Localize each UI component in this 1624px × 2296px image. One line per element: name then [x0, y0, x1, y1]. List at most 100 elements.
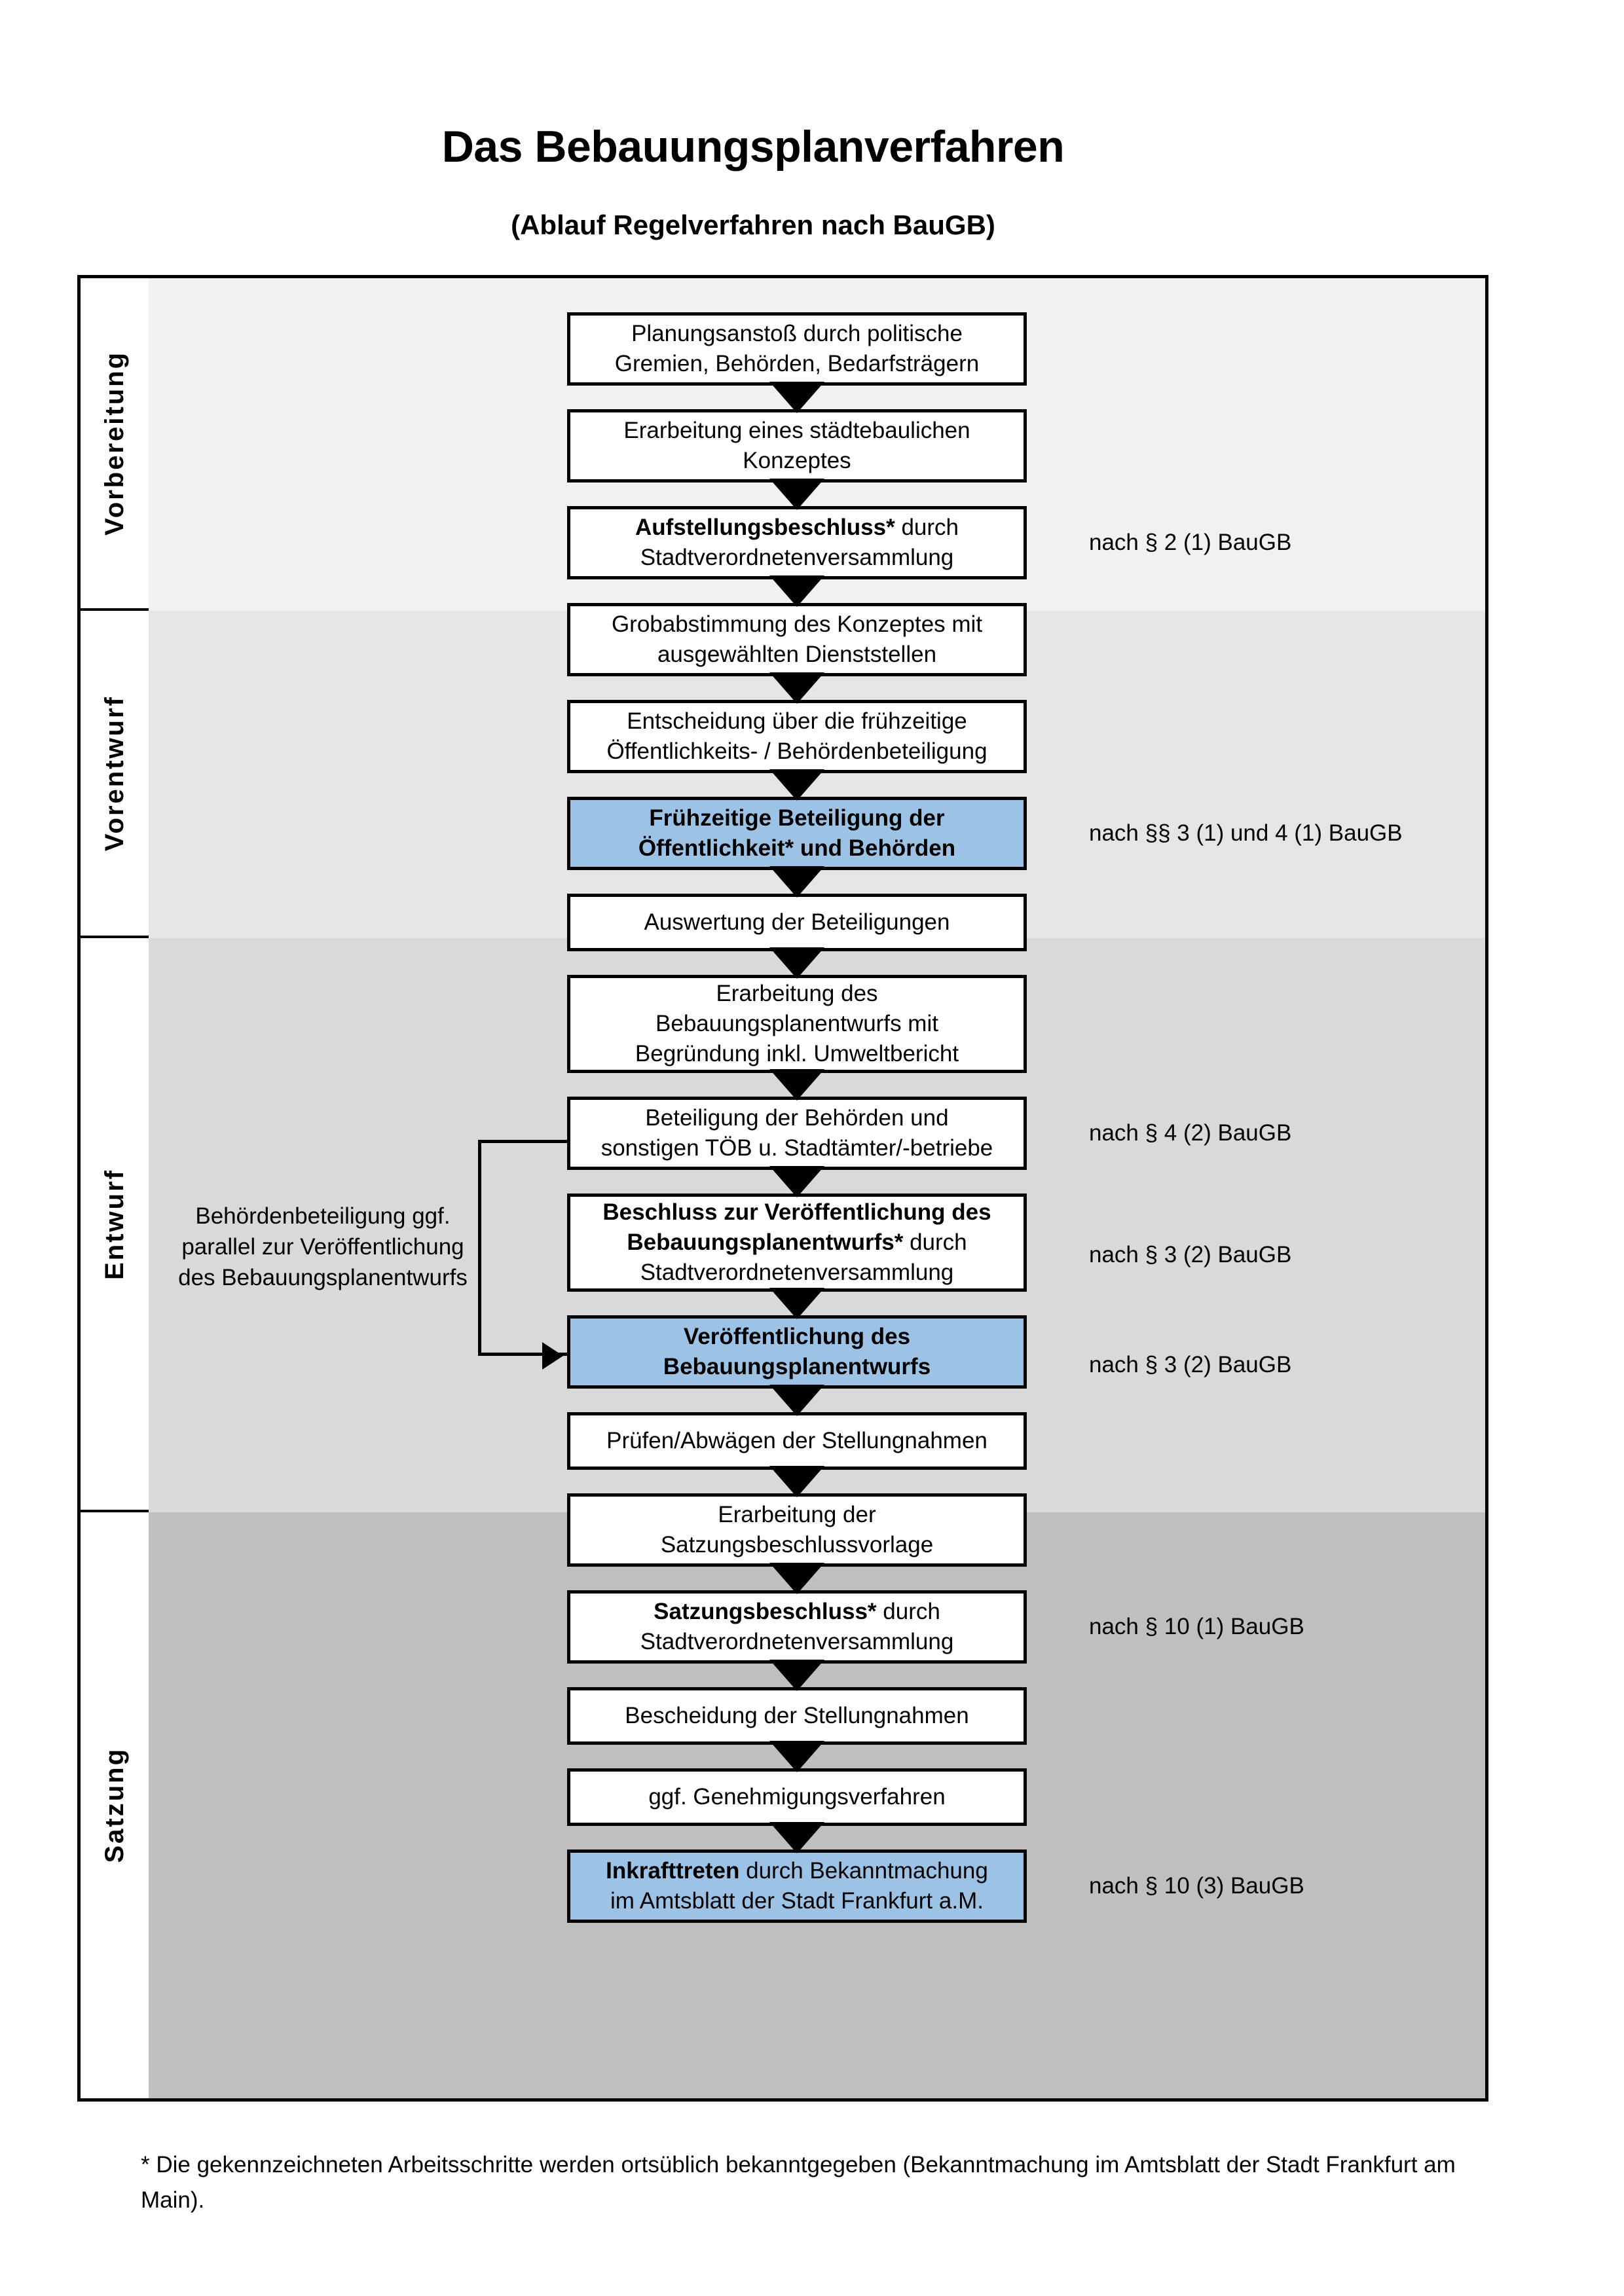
- step-line: ausgewählten Dienststellen: [657, 642, 937, 667]
- flow-arrow: [769, 1563, 824, 1594]
- step-box-s17[interactable]: Inkrafttreten durch Bekanntmachung im Am…: [567, 1850, 1027, 1923]
- step-line: Auswertung der Beteiligungen: [644, 909, 950, 935]
- step-box-s13[interactable]: Erarbeitung der Satzungsbeschlussvorlage: [567, 1493, 1027, 1567]
- step-line-bold: Bebauungsplanentwurfs*: [627, 1229, 904, 1255]
- legal-note-n3: nach § 4 (2) BauGB: [1089, 1120, 1292, 1146]
- phase-label-vorbereitung: Vorbereitung: [81, 278, 149, 611]
- side-note-line: Bebauungsplanentwurfs: [221, 1264, 468, 1290]
- step-line: Öffentlichkeits- / Behördenbeteiligung: [606, 738, 987, 764]
- step-box-s11[interactable]: Veröffentlichung des Bebauungsplanentwur…: [567, 1315, 1027, 1389]
- step-line-bold: Inkrafttreten: [606, 1857, 740, 1884]
- flow-arrow: [769, 382, 824, 413]
- page-subtitle: (Ablauf Regelverfahren nach BauGB): [511, 210, 995, 240]
- step-line: Erarbeitung der: [718, 1501, 876, 1527]
- step-line-suffix: durch: [903, 1229, 967, 1255]
- page-title: Das Bebauungsplanverfahren: [441, 122, 1065, 172]
- step-line-bold: Veröffentlichung des: [683, 1323, 911, 1349]
- side-note-line: ggf. parallel zur: [181, 1203, 451, 1260]
- side-note-line: Behördenbeteiligung: [195, 1203, 406, 1229]
- step-box-s15[interactable]: Bescheidung der Stellungnahmen: [567, 1687, 1027, 1745]
- flow-arrow: [769, 947, 824, 979]
- step-box-s12[interactable]: Prüfen/Abwägen der Stellungnahmen: [567, 1412, 1027, 1470]
- phase-label-text: Vorentwurf: [100, 695, 129, 852]
- step-box-s3[interactable]: Aufstellungsbeschluss* durch Stadtverord…: [567, 506, 1027, 579]
- step-box-s4[interactable]: Grobabstimmung des Konzeptes mit ausgewä…: [567, 603, 1027, 676]
- step-line: Konzeptes: [743, 448, 851, 473]
- flow-arrow: [769, 479, 824, 510]
- flow-arrow: [769, 1288, 824, 1319]
- step-line: Veröffentlichung des: [663, 1322, 931, 1352]
- step-line: im Amtsblatt der Stadt Frankfurt a.M.: [610, 1888, 984, 1914]
- footnote-text: * Die gekennzeichneten Arbeitsschritte w…: [141, 2152, 1456, 2214]
- step-box-s9[interactable]: Beteiligung der Behörden und sonstigen T…: [567, 1097, 1027, 1170]
- legal-note-n2: nach §§ 3 (1) und 4 (1) BauGB: [1089, 820, 1403, 846]
- step-line: Stadtverordnetenversammlung: [640, 1260, 954, 1286]
- step-box-s7[interactable]: Auswertung der Beteiligungen: [567, 894, 1027, 951]
- phase-label-vorentwurf: Vorentwurf: [81, 611, 149, 938]
- step-line: Satzungsbeschluss* durch: [640, 1597, 954, 1627]
- step-box-s2[interactable]: Erarbeitung eines städtebaulichen Konzep…: [567, 409, 1027, 483]
- step-line: Frühzeitige Beteiligung der: [638, 803, 955, 833]
- step-line: Inkrafttreten durch Bekanntmachung: [606, 1856, 988, 1886]
- side-note-line: Veröffentlichung des: [178, 1233, 464, 1290]
- side-note-behoerdenbeteiligung: Behördenbeteiligung ggf. parallel zur Ve…: [169, 1201, 477, 1294]
- step-box-s16[interactable]: ggf. Genehmigungsverfahren: [567, 1768, 1027, 1826]
- step-line: ggf. Genehmigungsverfahren: [648, 1783, 946, 1810]
- bracket-arrowhead-icon: [542, 1342, 563, 1370]
- step-line: Aufstellungsbeschluss* durch: [635, 513, 959, 543]
- flowchart-frame: Vorbereitung Vorentwurf Entwurf Satzung …: [77, 275, 1488, 2102]
- step-line: sonstigen TÖB u. Stadtämter/-betriebe: [600, 1135, 993, 1161]
- step-box-s8[interactable]: Erarbeitung des Bebauungsplanentwurfs mi…: [567, 975, 1027, 1073]
- step-line-bold: Beschluss zur Veröffentlichung des: [602, 1199, 991, 1225]
- step-line: Grobabstimmung des Konzeptes mit: [611, 611, 983, 637]
- step-line: Stadtverordnetenversammlung: [640, 1629, 954, 1654]
- legal-note-n6: nach § 10 (1) BauGB: [1089, 1614, 1304, 1639]
- step-line: Erarbeitung eines städtebaulichen: [623, 417, 970, 443]
- phase-label-column: Vorbereitung Vorentwurf Entwurf Satzung: [81, 278, 149, 2098]
- step-line: Planungsanstoß durch politische: [631, 320, 963, 346]
- flow-arrow: [769, 1385, 824, 1416]
- flow-arrow: [769, 1069, 824, 1101]
- step-line: Satzungsbeschlussvorlage: [660, 1532, 934, 1558]
- step-line: Begründung inkl. Umweltbericht: [635, 1041, 959, 1067]
- step-line: Öffentlichkeit* und Behörden: [638, 833, 955, 864]
- step-line-suffix: durch: [876, 1598, 940, 1624]
- flow-arrow: [769, 1166, 824, 1197]
- flow-arrow: [769, 1741, 824, 1772]
- legal-note-n7: nach § 10 (3) BauGB: [1089, 1873, 1304, 1899]
- step-line-bold: Aufstellungsbeschluss*: [635, 514, 895, 540]
- flow-arrow: [769, 1466, 824, 1497]
- legal-note-n4: nach § 3 (2) BauGB: [1089, 1242, 1292, 1267]
- step-line-suffix: durch: [895, 514, 959, 540]
- step-line: Stadtverordnetenversammlung: [640, 545, 954, 570]
- step-line: Bescheidung der Stellungnahmen: [625, 1702, 969, 1728]
- step-box-s5[interactable]: Entscheidung über die frühzeitige Öffent…: [567, 700, 1027, 773]
- flow-arrow: [769, 769, 824, 801]
- legal-note-n5: nach § 3 (2) BauGB: [1089, 1352, 1292, 1377]
- step-line-bold: Bebauungsplanentwurfs: [663, 1354, 931, 1379]
- phase-label-satzung: Satzung: [81, 1512, 149, 2098]
- step-box-s6[interactable]: Frühzeitige Beteiligung der Öffentlichke…: [567, 797, 1027, 870]
- phase-label-text: Vorbereitung: [100, 351, 129, 536]
- flow-arrow: [769, 1660, 824, 1691]
- step-line-bold: Frühzeitige Beteiligung der: [649, 805, 945, 831]
- flow-arrow: [769, 672, 824, 704]
- step-box-s10[interactable]: Beschluss zur Veröffentlichung des Bebau…: [567, 1194, 1027, 1292]
- step-box-s1[interactable]: Planungsanstoß durch politische Gremien,…: [567, 312, 1027, 386]
- step-line-bold: Öffentlichkeit* und Behörden: [638, 835, 956, 861]
- phase-label-text: Entwurf: [100, 1168, 129, 1280]
- step-box-s14[interactable]: Satzungsbeschluss* durch Stadtverordnete…: [567, 1590, 1027, 1664]
- legal-note-n1: nach § 2 (1) BauGB: [1089, 530, 1292, 555]
- step-line: Prüfen/Abwägen der Stellungnahmen: [606, 1427, 987, 1453]
- step-line: Beschluss zur Veröffentlichung des: [602, 1197, 991, 1228]
- flow-arrow: [769, 575, 824, 607]
- step-line-suffix: durch Bekanntmachung: [739, 1857, 988, 1884]
- flow-arrow: [769, 866, 824, 898]
- flow-arrow: [769, 1822, 824, 1853]
- phase-label-text: Satzung: [100, 1747, 129, 1863]
- parallel-bracket-connector: [478, 1140, 570, 1356]
- step-line-bold: Satzungsbeschluss*: [654, 1598, 877, 1624]
- step-line: Gremien, Behörden, Bedarfsträgern: [614, 351, 980, 376]
- step-line: Bebauungsplanentwurfs* durch: [602, 1228, 991, 1258]
